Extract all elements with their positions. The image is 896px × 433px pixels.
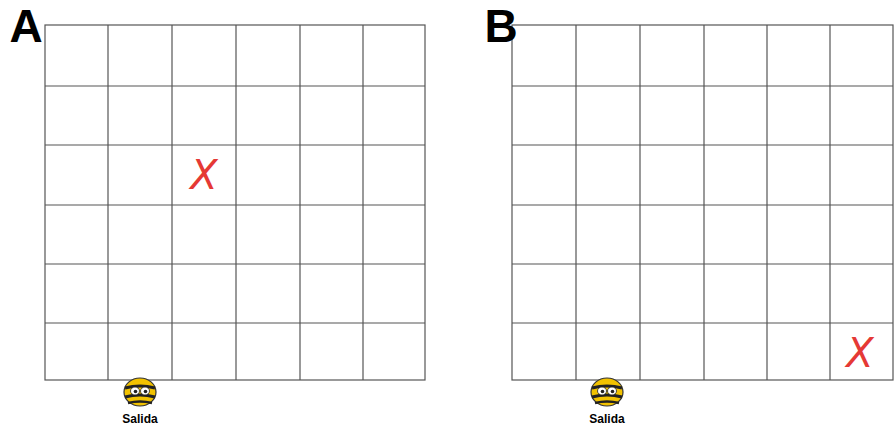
panel-letter: A [9, 3, 42, 49]
target-mark: X [190, 155, 217, 195]
start-label: Salida [589, 413, 624, 425]
panel-letter: B [484, 3, 517, 49]
bee-bot-icon [124, 378, 156, 406]
bee-bot-icon [591, 378, 623, 406]
grid-b [512, 25, 893, 380]
target-mark: X [846, 333, 873, 373]
start-label: Salida [122, 413, 157, 425]
grid-a [45, 25, 425, 380]
